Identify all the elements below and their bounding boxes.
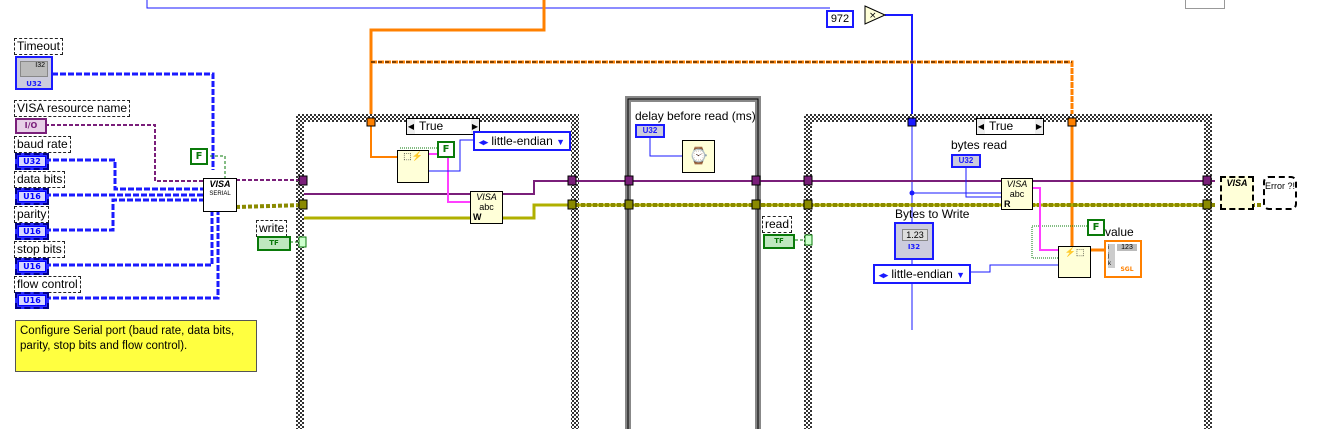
false-constant[interactable]: F	[190, 148, 208, 165]
endian-ring-read[interactable]: ◂▸ little-endian ▼	[873, 264, 972, 284]
case-label: True	[989, 119, 1014, 133]
timeout-control[interactable]: I32 U32	[15, 56, 53, 90]
parity-control[interactable]: U16	[15, 223, 49, 240]
visa-resource-name-label: VISA resource name	[14, 100, 131, 117]
stop-bits-label: stop bits	[14, 241, 65, 258]
parity-label: parity	[14, 206, 50, 223]
wire-bool	[205, 155, 226, 178]
decrement-case-icon[interactable]: ◀	[977, 119, 985, 134]
flow-control-label: flow control	[14, 276, 81, 293]
case-structure-write-frame	[296, 114, 579, 429]
visa-configure-serial-node[interactable]: VISA SERIAL	[203, 178, 237, 212]
increment-case-icon[interactable]: ▶	[471, 119, 479, 134]
partial-node	[1185, 0, 1225, 9]
wire-int	[146, 0, 830, 9]
flow-control-control[interactable]: U16	[15, 292, 49, 309]
wire-string	[420, 153, 472, 203]
wire-int	[52, 72, 215, 170]
wire-int	[885, 14, 913, 123]
write-control[interactable]: TF	[257, 236, 291, 251]
wire-visa	[45, 124, 205, 182]
endian-ring-write[interactable]: ◂▸ little-endian ▼	[473, 131, 572, 151]
simple-error-handler-node[interactable]: Error ?!	[1263, 176, 1297, 210]
case-structure-read-frame	[804, 114, 1212, 429]
wire-error	[235, 203, 305, 209]
bytes-read-label: bytes read	[951, 138, 1008, 152]
false-constant[interactable]: F	[437, 141, 455, 158]
dropdown-arrow-icon: ▼	[556, 137, 566, 147]
bytes-to-write-label: Bytes to Write	[895, 207, 970, 221]
ring-arrows-icon: ◂▸	[879, 270, 889, 280]
delay-before-read-label: delay before read (ms)	[635, 109, 756, 123]
diagram-comment[interactable]: Configure Serial port (baud rate, data b…	[15, 320, 257, 372]
unflatten-from-string-node[interactable]: ⚡⬚	[1058, 246, 1091, 278]
watch-icon: ⌚	[688, 148, 709, 165]
type-label: U32	[18, 156, 46, 167]
wire-visa	[304, 180, 1215, 195]
type-label: U16	[18, 226, 46, 237]
wait-ms-node[interactable]: ⌚	[682, 140, 715, 173]
wire-cluster	[370, 123, 400, 158]
bytes-to-write-indicator: 1.23 I32	[894, 222, 934, 260]
data-bits-control[interactable]: U16	[15, 188, 49, 205]
multiplier-constant[interactable]: 972	[826, 10, 854, 28]
dropdown-arrow-icon: ▼	[956, 270, 966, 280]
type-label: U16	[18, 295, 46, 306]
wire-int	[45, 198, 205, 232]
wire-string	[1030, 187, 1060, 251]
baud-rate-label: baud rate	[14, 136, 71, 153]
value-label: value	[1105, 225, 1134, 239]
svg-text:×: ×	[869, 11, 877, 21]
type-label: U16	[18, 191, 46, 202]
false-constant[interactable]: F	[1087, 219, 1105, 236]
timeout-label: Timeout	[14, 38, 63, 55]
flatten-to-string-node[interactable]: ⬚⚡	[397, 150, 429, 183]
delay-before-read-control[interactable]: U32	[635, 124, 665, 138]
wire-int	[45, 210, 214, 267]
case-label: True	[419, 119, 444, 133]
wire-cluster	[369, 0, 546, 123]
read-label: read	[762, 216, 793, 233]
wire-error	[304, 203, 1215, 220]
read-control[interactable]: TF	[763, 234, 795, 249]
case-selector-read[interactable]: ◀ True ▶	[976, 118, 1044, 135]
increment-case-icon[interactable]: ▶	[1035, 119, 1043, 134]
visa-read-node[interactable]: VISA abc R	[1001, 178, 1033, 210]
visa-write-node[interactable]: VISA abc W	[470, 191, 503, 224]
wire-int	[45, 210, 220, 300]
data-bits-label: data bits	[14, 171, 66, 188]
decrement-case-icon[interactable]: ◀	[407, 119, 415, 134]
ring-arrows-icon: ◂▸	[479, 137, 489, 147]
stop-bits-control[interactable]: U16	[15, 258, 49, 275]
case-selector-write[interactable]: ◀ True ▶	[406, 118, 480, 135]
type-label: U16	[18, 261, 46, 272]
visa-close-node[interactable]: VISA	[1220, 176, 1254, 210]
write-label: write	[256, 220, 288, 237]
multiply-node	[864, 5, 887, 25]
wire-int	[45, 158, 205, 191]
bytes-read-control[interactable]: U32	[951, 154, 981, 168]
visa-resource-name-control[interactable]: I/O	[15, 118, 47, 134]
baud-rate-control[interactable]: U32	[15, 153, 49, 170]
